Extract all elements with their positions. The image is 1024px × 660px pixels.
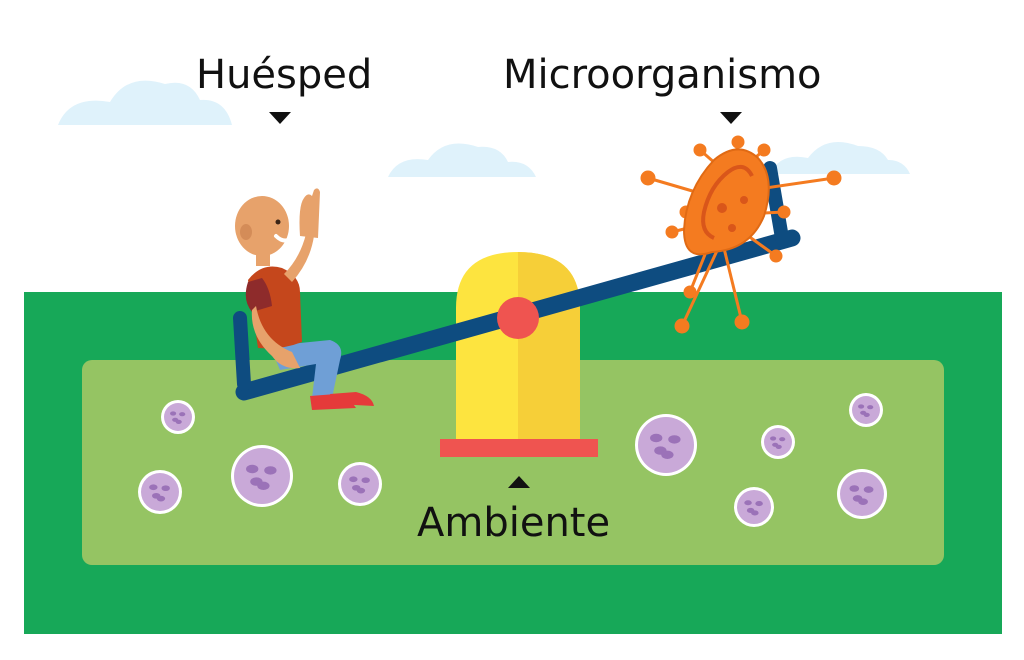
blood-cell-icon	[849, 393, 883, 427]
microorganism-label: Microorganismo	[503, 52, 822, 98]
blood-cells	[138, 393, 887, 527]
person-icon	[235, 188, 374, 410]
blood-cell-icon	[231, 445, 293, 507]
arrow-down-icon	[720, 112, 742, 124]
blood-cell-icon	[338, 462, 382, 506]
blood-cell-icon	[161, 400, 195, 434]
host-label: Huésped	[196, 52, 373, 98]
blood-cell-icon	[837, 469, 887, 519]
cloud-icon	[58, 80, 232, 125]
blood-cell-icon	[138, 470, 182, 514]
microorganism-icon	[640, 135, 842, 334]
arrow-up-icon	[508, 476, 530, 488]
arrow-down-icon	[269, 112, 291, 124]
environment-area	[82, 360, 944, 565]
blood-cell-icon	[734, 487, 774, 527]
seesaw-pivot	[497, 297, 539, 339]
blood-cell-icon	[761, 425, 795, 459]
environment-label: Ambiente	[417, 500, 611, 546]
blood-cell-icon	[635, 414, 697, 476]
seesaw-base	[440, 252, 598, 457]
cloud-icon	[388, 143, 536, 177]
cloud-icon	[770, 142, 910, 174]
